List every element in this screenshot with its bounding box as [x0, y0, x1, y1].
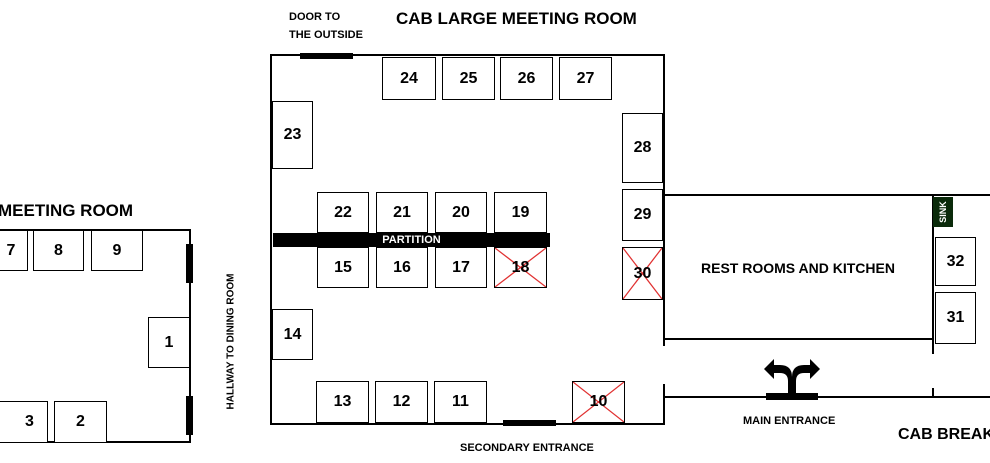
large-room-right-wall-lower: [663, 384, 665, 425]
booth-14[interactable]: 14: [272, 309, 313, 360]
booth-label: 22: [334, 203, 352, 221]
breakroom-title: CAB BREAK: [898, 426, 990, 443]
hallway-door-upper: [186, 244, 193, 283]
booth-13[interactable]: 13: [316, 381, 369, 423]
booth-22[interactable]: 22: [317, 192, 369, 233]
booth-label: 24: [400, 69, 418, 87]
booth-26[interactable]: 26: [500, 57, 553, 100]
booth-25[interactable]: 25: [442, 57, 495, 100]
booth-28[interactable]: 28: [622, 113, 663, 183]
booth-label: 11: [452, 393, 469, 410]
booth-label: 18: [511, 258, 530, 276]
booth-20[interactable]: 20: [435, 192, 487, 233]
booth-label: 31: [946, 309, 965, 326]
split-arrow-icon: [764, 359, 820, 393]
booth-label: 7: [6, 241, 16, 259]
booth-label: 14: [283, 325, 302, 343]
large-room-left-wall: [270, 54, 272, 425]
booth-label: 29: [633, 206, 652, 223]
booth-23[interactable]: 23: [272, 101, 313, 169]
sink: SINK: [933, 197, 953, 227]
booth-label: 3: [25, 413, 34, 430]
large-room-right-wall-upper: [663, 54, 665, 346]
door-outside-label-line2: THE OUTSIDE: [289, 29, 363, 41]
booth-label: 21: [393, 203, 411, 221]
small-room-right-wall: [189, 229, 191, 443]
booth-2[interactable]: 2: [54, 401, 107, 443]
booth-15[interactable]: 15: [317, 247, 369, 288]
booth-label: 23: [283, 126, 302, 143]
booth-11[interactable]: 11: [434, 381, 487, 423]
booth-21[interactable]: 21: [376, 192, 428, 233]
sink-label: SINK: [938, 201, 949, 223]
partition-label: PARTITION: [382, 234, 441, 246]
large-room-title: CAB LARGE MEETING ROOM: [396, 9, 637, 28]
booth-label: 27: [576, 69, 595, 87]
booth-30-unavailable[interactable]: 30: [622, 247, 663, 300]
restrooms-kitchen-label: REST ROOMS AND KITCHEN: [701, 260, 895, 276]
booth-8[interactable]: 8: [33, 230, 84, 271]
unavailable-x-icon: [573, 382, 624, 422]
unavailable-x-icon: [623, 248, 662, 299]
large-room-top-wall: [270, 54, 665, 56]
small-room-title: MEETING ROOM: [0, 201, 134, 220]
large-room-bottom-wall: [270, 423, 665, 425]
booth-3[interactable]: 3: [0, 401, 48, 443]
door-outside-label-line1: DOOR TO: [289, 11, 341, 23]
booth-29[interactable]: 29: [622, 189, 663, 241]
booth-label: 19: [511, 203, 530, 221]
booth-12[interactable]: 12: [375, 381, 428, 423]
restrooms-top-wall: [663, 194, 990, 196]
booth-16[interactable]: 16: [376, 247, 428, 288]
booth-19[interactable]: 19: [494, 192, 547, 233]
unavailable-x-icon: [495, 248, 546, 287]
booth-label: 32: [946, 252, 965, 270]
booth-31[interactable]: 31: [935, 292, 976, 344]
main-entrance-door: [766, 393, 818, 400]
booth-label: 30: [633, 264, 652, 282]
booth-label: 17: [452, 258, 470, 276]
booth-label: 8: [54, 241, 63, 259]
booth-label: 20: [452, 203, 470, 221]
booth-label: 10: [589, 393, 608, 410]
booth-label: 16: [393, 258, 411, 276]
booth-17[interactable]: 17: [435, 247, 487, 288]
hallway-label: HALLWAY TO DINING ROOM: [225, 273, 237, 410]
booth-1[interactable]: 1: [148, 317, 190, 368]
booth-label: 12: [392, 393, 411, 410]
secondary-entrance-label: SECONDARY ENTRANCE: [460, 442, 594, 454]
hallway-door-lower: [186, 396, 193, 435]
breakroom-wall-stub: [932, 388, 934, 398]
corridor-bottom-wall: [663, 396, 990, 398]
booth-label: 2: [76, 413, 85, 430]
booth-9[interactable]: 9: [91, 230, 143, 271]
booth-10-unavailable[interactable]: 10: [572, 381, 625, 423]
booth-label: 28: [633, 139, 652, 156]
booth-label: 1: [164, 333, 174, 351]
booth-label: 13: [333, 393, 352, 410]
booth-27[interactable]: 27: [559, 57, 612, 100]
restrooms-right-wall: [932, 194, 934, 354]
booth-7-partial[interactable]: 7: [0, 230, 28, 271]
booth-24[interactable]: 24: [382, 57, 436, 100]
booth-label: 26: [517, 69, 536, 87]
booth-18-unavailable[interactable]: 18: [494, 247, 547, 288]
secondary-entrance-door: [503, 420, 556, 426]
restrooms-bottom-wall: [663, 338, 934, 340]
partition: PARTITION: [273, 233, 550, 247]
booth-label: 9: [112, 241, 122, 259]
booth-label: 15: [334, 258, 352, 276]
outside-door: [300, 53, 353, 59]
booth-label: 25: [459, 69, 478, 87]
booth-32[interactable]: 32: [935, 237, 976, 286]
main-entrance-label: MAIN ENTRANCE: [743, 415, 836, 427]
